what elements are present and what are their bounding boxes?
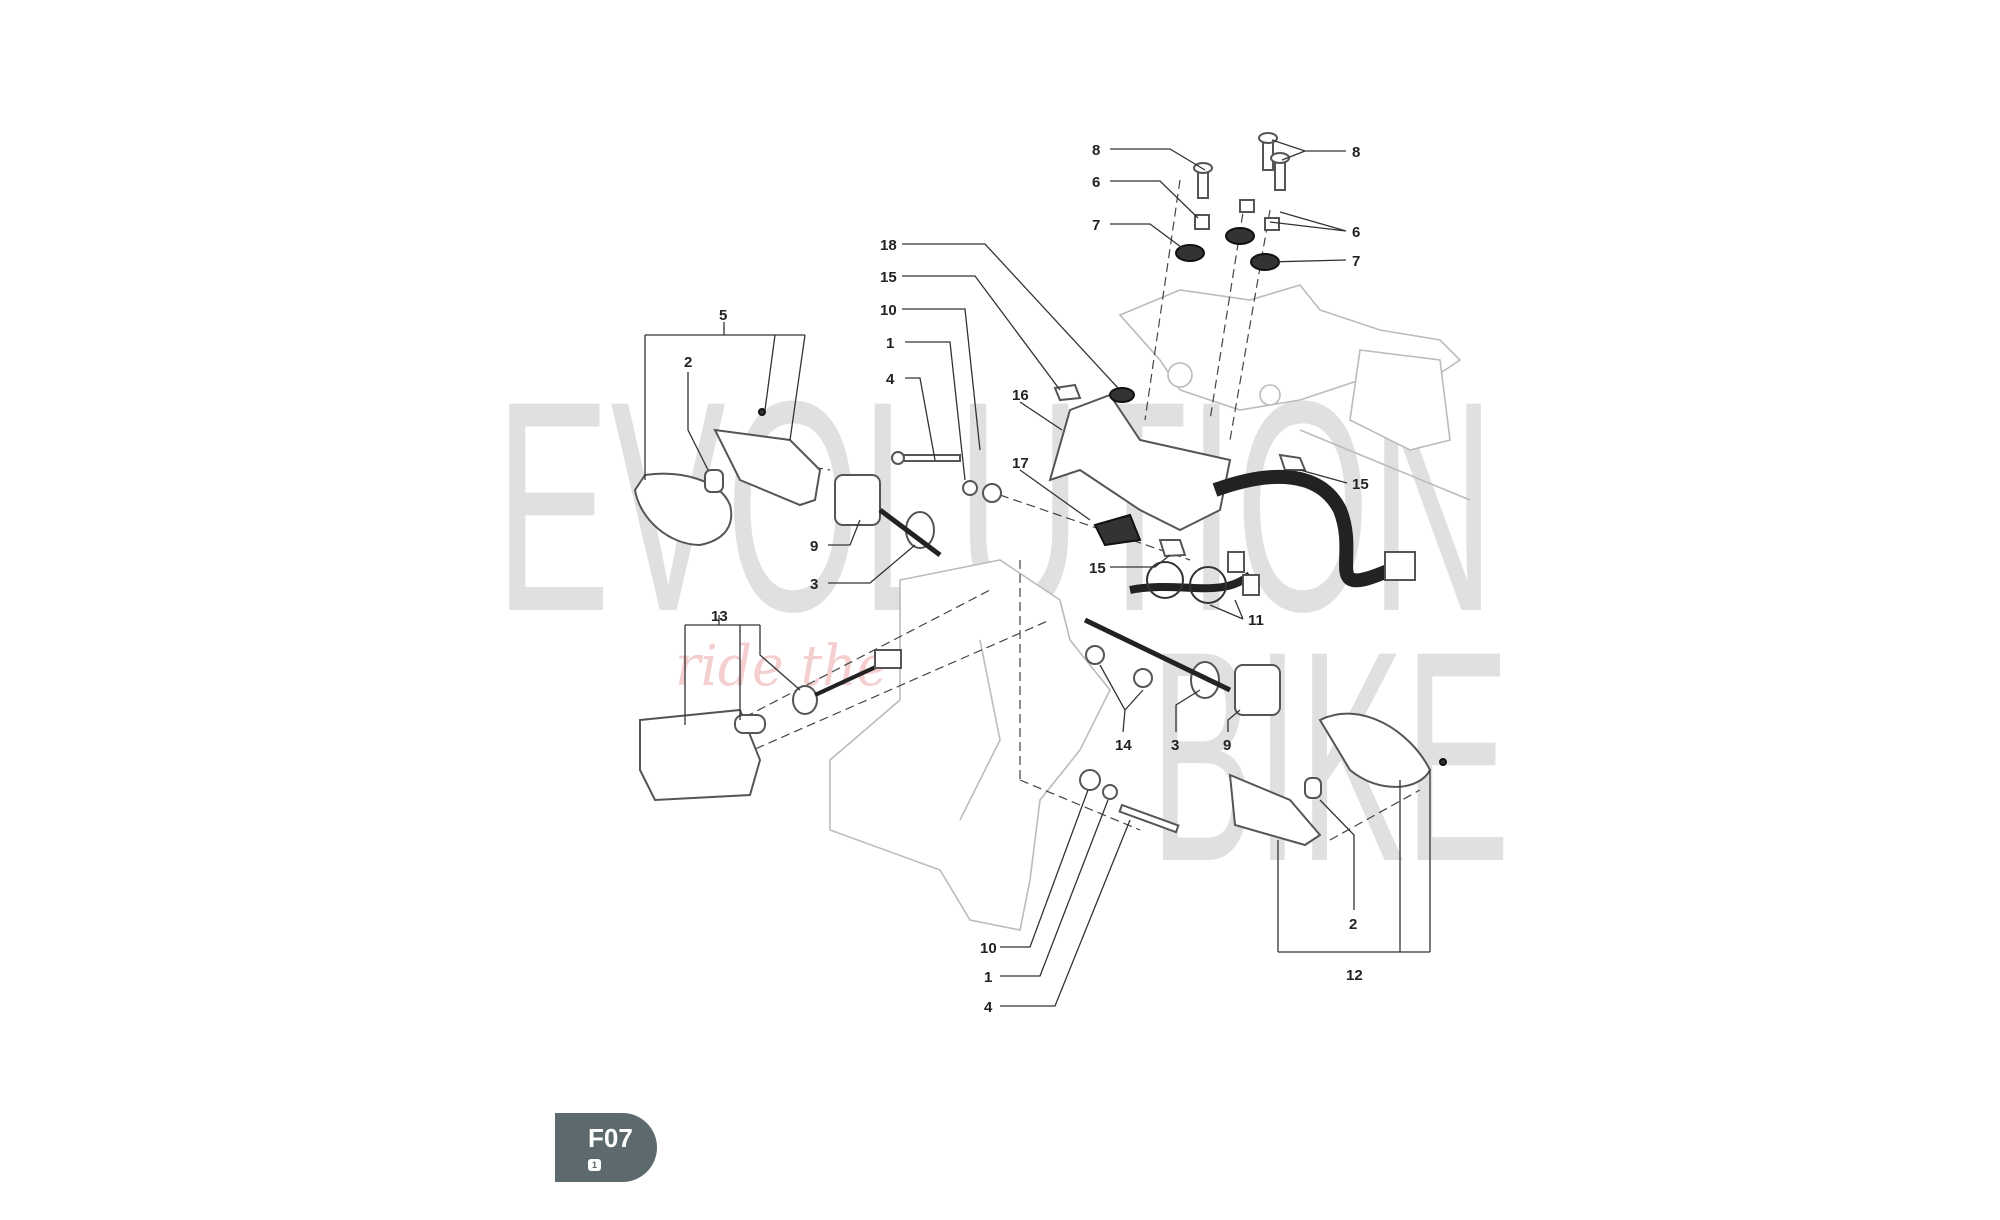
callout-13: 13 xyxy=(711,608,728,625)
callout-labels: 8 6 7 8 6 7 18 15 10 1 4 5 2 16 17 9 3 1… xyxy=(684,142,1369,1016)
callout-5: 5 xyxy=(719,307,727,324)
callout-7: 7 xyxy=(1352,253,1360,270)
rear-plate-light xyxy=(639,649,902,802)
watermark-brand-bottom: BIKE xyxy=(1150,588,1510,924)
callout-6: 6 xyxy=(1092,174,1100,191)
callout-14: 14 xyxy=(1115,737,1132,754)
callout-17: 17 xyxy=(1012,455,1029,472)
callout-8: 8 xyxy=(1352,144,1360,161)
wiring-harness xyxy=(1129,551,1260,604)
callout-6: 6 xyxy=(1352,224,1360,241)
callout-10: 10 xyxy=(880,302,897,319)
callout-7: 7 xyxy=(1092,217,1100,234)
callout-4: 4 xyxy=(886,371,895,388)
callout-18: 18 xyxy=(880,237,897,254)
callout-16: 16 xyxy=(1012,387,1029,404)
callout-3: 3 xyxy=(810,576,818,593)
left-turn-indicator xyxy=(633,408,1002,557)
figure-badge: F07 1 xyxy=(555,1113,657,1182)
callout-11: 11 xyxy=(1248,612,1264,629)
callout-9: 9 xyxy=(810,538,818,555)
callout-2: 2 xyxy=(1349,916,1357,933)
callout-1: 1 xyxy=(886,335,894,352)
sheet-number: 1 xyxy=(588,1159,601,1171)
tail-light-holder xyxy=(1048,383,1416,588)
top-fasteners xyxy=(1175,132,1290,271)
callout-9: 9 xyxy=(1223,737,1231,754)
callout-15: 15 xyxy=(880,269,897,286)
right-turn-indicator xyxy=(1079,617,1447,847)
callout-15: 15 xyxy=(1089,560,1106,577)
callout-8: 8 xyxy=(1092,142,1100,159)
rear-frame xyxy=(1118,284,1471,501)
callout-12: 12 xyxy=(1346,967,1363,984)
callout-15: 15 xyxy=(1352,476,1369,493)
callout-4: 4 xyxy=(984,999,993,1016)
callout-3: 3 xyxy=(1171,737,1179,754)
leader-lines xyxy=(644,139,1431,1007)
callout-10: 10 xyxy=(980,940,997,957)
callout-2: 2 xyxy=(684,354,692,371)
figure-code: F07 xyxy=(588,1123,633,1153)
callout-1: 1 xyxy=(984,969,992,986)
